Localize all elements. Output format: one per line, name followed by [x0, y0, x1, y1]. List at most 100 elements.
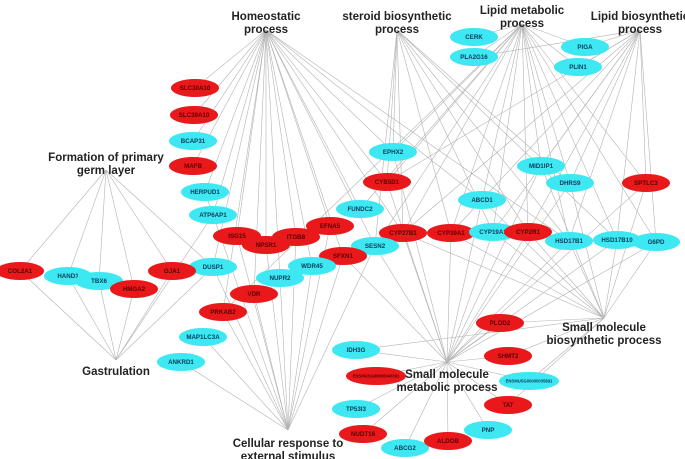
- gene-ellipse[interactable]: [517, 157, 565, 175]
- gene-node-plod2[interactable]: PLOD2: [476, 314, 524, 332]
- gene-ellipse[interactable]: [319, 247, 367, 265]
- gene-node-vdr[interactable]: VDR: [230, 285, 278, 303]
- gene-node-g6pd[interactable]: G6PD: [632, 233, 680, 251]
- gene-node-sptlc3[interactable]: SPTLC3: [622, 174, 670, 192]
- gene-node-plin1[interactable]: PLIN1: [554, 58, 602, 76]
- gene-ellipse[interactable]: [110, 280, 158, 298]
- gene-node-cyb5d1[interactable]: CYB5D1: [363, 173, 411, 191]
- gene-ellipse[interactable]: [632, 233, 680, 251]
- gene-node-wdr45[interactable]: WDR45: [288, 257, 336, 275]
- gene-node-tat[interactable]: TAT: [484, 396, 532, 414]
- gene-ellipse[interactable]: [148, 262, 196, 280]
- gene-node-ensmusg00000035[interactable]: ENSMUSG00000035891: [499, 372, 559, 390]
- gene-node-pla2g16[interactable]: PLA2G16: [450, 48, 498, 66]
- gene-ellipse[interactable]: [339, 425, 387, 443]
- gene-node-hmga2[interactable]: HMGA2: [110, 280, 158, 298]
- gene-node-idh3g[interactable]: IDH3G: [332, 341, 380, 359]
- gene-node-dusp1[interactable]: DUSP1: [189, 258, 237, 276]
- gene-node-ephx2[interactable]: EPHX2: [369, 143, 417, 161]
- gene-node-sfxn1[interactable]: SFXN1: [319, 247, 367, 265]
- gene-ellipse[interactable]: [332, 400, 380, 418]
- gene-ellipse[interactable]: [346, 367, 406, 385]
- gene-ellipse[interactable]: [199, 303, 247, 321]
- gene-ellipse[interactable]: [484, 347, 532, 365]
- gene-node-nudt16[interactable]: NUDT16: [339, 425, 387, 443]
- gene-ellipse[interactable]: [545, 232, 593, 250]
- gene-node-fundc2[interactable]: FUNDC2: [336, 200, 384, 218]
- gene-node-mafb[interactable]: MAFB: [169, 157, 217, 175]
- gene-ellipse[interactable]: [476, 314, 524, 332]
- gene-node-cyp39a1[interactable]: CYP39A1: [427, 224, 475, 242]
- gene-ellipse[interactable]: [256, 269, 304, 287]
- gene-node-slc39a10[interactable]: SLC39A10: [170, 106, 218, 124]
- gene-node-map1lc3a[interactable]: MAP1LC3A: [179, 328, 227, 346]
- gene-ellipse[interactable]: [288, 257, 336, 275]
- gene-node-tp53i3[interactable]: TP53I3: [332, 400, 380, 418]
- gene-node-mid1ip1[interactable]: MID1IP1: [517, 157, 565, 175]
- gene-ellipse[interactable]: [0, 262, 44, 280]
- gene-node-hsd17b1[interactable]: HSD17B1: [545, 232, 593, 250]
- gene-node-cyp19a1[interactable]: CYP19A1: [469, 223, 517, 241]
- gene-node-efna5[interactable]: EFNA5: [306, 217, 354, 235]
- gene-node-ankrd1[interactable]: ANKRD1: [157, 353, 205, 371]
- gene-node-piga[interactable]: PIGA: [561, 38, 609, 56]
- gene-node-ensmusg00000051[interactable]: ENSMUSG00000043391: [346, 367, 406, 385]
- gene-ellipse[interactable]: [464, 421, 512, 439]
- gene-ellipse[interactable]: [171, 79, 219, 97]
- gene-ellipse[interactable]: [332, 341, 380, 359]
- gene-ellipse[interactable]: [169, 132, 217, 150]
- gene-ellipse[interactable]: [424, 432, 472, 450]
- gene-ellipse[interactable]: [306, 217, 354, 235]
- gene-ellipse[interactable]: [450, 28, 498, 46]
- gene-node-aldob[interactable]: ALDOB: [424, 432, 472, 450]
- gene-ellipse[interactable]: [622, 174, 670, 192]
- gene-ellipse[interactable]: [181, 183, 229, 201]
- gene-ellipse[interactable]: [189, 206, 237, 224]
- gene-node-atp6ap1[interactable]: ATP6AP1: [189, 206, 237, 224]
- gene-node-bcap31[interactable]: BCAP31: [169, 132, 217, 150]
- gene-ellipse[interactable]: [179, 328, 227, 346]
- gene-ellipse[interactable]: [379, 224, 427, 242]
- gene-node-col2a1[interactable]: COL2A1: [0, 262, 44, 280]
- gene-node-prkab2[interactable]: PRKAB2: [199, 303, 247, 321]
- gene-ellipse[interactable]: [157, 353, 205, 371]
- gene-ellipse[interactable]: [75, 272, 123, 290]
- gene-ellipse[interactable]: [561, 38, 609, 56]
- gene-ellipse[interactable]: [169, 157, 217, 175]
- gene-node-herpud1[interactable]: HERPUD1: [181, 183, 229, 201]
- gene-node-tbx6[interactable]: TBX6: [75, 272, 123, 290]
- gene-ellipse[interactable]: [189, 258, 237, 276]
- gene-node-cyp27b1[interactable]: CYP27B1: [379, 224, 427, 242]
- gene-node-pnp[interactable]: PNP: [464, 421, 512, 439]
- gene-ellipse[interactable]: [381, 439, 429, 457]
- gene-node-itgb8[interactable]: ITGB8: [272, 228, 320, 246]
- gene-node-abcd1[interactable]: ABCD1: [458, 191, 506, 209]
- gene-node-gja1[interactable]: GJA1: [148, 262, 196, 280]
- gene-ellipse[interactable]: [351, 237, 399, 255]
- gene-node-abcg2[interactable]: ABCG2: [381, 439, 429, 457]
- gene-ellipse[interactable]: [593, 231, 641, 249]
- gene-ellipse[interactable]: [546, 174, 594, 192]
- gene-ellipse[interactable]: [504, 223, 552, 241]
- gene-ellipse[interactable]: [458, 191, 506, 209]
- gene-ellipse[interactable]: [469, 223, 517, 241]
- gene-ellipse[interactable]: [484, 396, 532, 414]
- gene-node-shmt2[interactable]: SHMT2: [484, 347, 532, 365]
- gene-node-cyp2r1[interactable]: CYP2R1: [504, 223, 552, 241]
- gene-ellipse[interactable]: [336, 200, 384, 218]
- gene-node-cerk[interactable]: CERK: [450, 28, 498, 46]
- gene-node-slc30a10[interactable]: SLC30A10: [171, 79, 219, 97]
- gene-node-nupr2[interactable]: NUPR2: [256, 269, 304, 287]
- gene-node-dhrs9[interactable]: DHRS9: [546, 174, 594, 192]
- gene-ellipse[interactable]: [499, 372, 559, 390]
- gene-node-hsd17b10[interactable]: HSD17B10: [593, 231, 641, 249]
- gene-ellipse[interactable]: [272, 228, 320, 246]
- gene-node-sesn2[interactable]: SESN2: [351, 237, 399, 255]
- gene-ellipse[interactable]: [450, 48, 498, 66]
- gene-ellipse[interactable]: [170, 106, 218, 124]
- gene-ellipse[interactable]: [369, 143, 417, 161]
- gene-ellipse[interactable]: [363, 173, 411, 191]
- gene-ellipse[interactable]: [427, 224, 475, 242]
- gene-ellipse[interactable]: [554, 58, 602, 76]
- gene-ellipse[interactable]: [230, 285, 278, 303]
